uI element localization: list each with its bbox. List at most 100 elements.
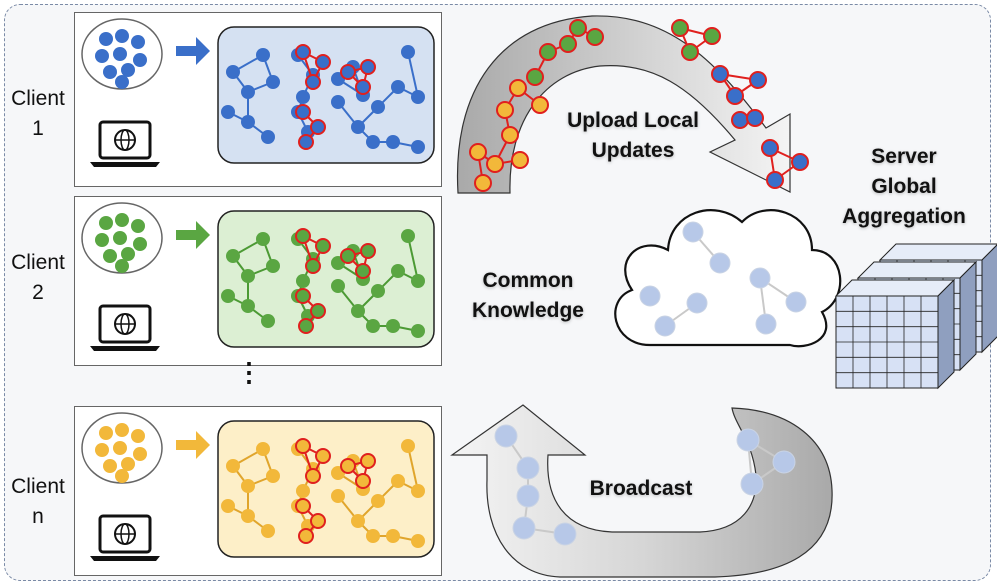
laptop-base-icon (90, 556, 160, 561)
broadcast-node (512, 516, 536, 540)
server-block-mid-side (959, 260, 977, 372)
graph-node (241, 269, 255, 283)
subgraph-node (340, 248, 356, 264)
upload-node (511, 151, 529, 169)
client-2-label-line2: 2 (32, 281, 44, 304)
client-1-label: Client 1 (6, 84, 70, 144)
data-point (133, 237, 147, 251)
globe-meridian (120, 129, 130, 151)
data-point (121, 457, 135, 471)
subgraph-node (310, 119, 326, 135)
subgraph-node (295, 228, 311, 244)
graph-node (261, 314, 275, 328)
knowledge-node (639, 285, 661, 307)
broadcast-label: Broadcast (566, 474, 716, 504)
broadcast-graph-nodes (494, 424, 796, 546)
subgraph-node (298, 318, 314, 334)
upload-node (486, 155, 504, 173)
graph-node (266, 469, 280, 483)
upload-node (726, 87, 744, 105)
subgraph-node (360, 243, 376, 259)
knowledge-node (785, 291, 807, 313)
server-block-front-top (834, 279, 956, 297)
graph-node (411, 484, 425, 498)
broadcast-node (736, 428, 760, 452)
data-point (99, 426, 113, 440)
client-n-graph-group (81, 412, 435, 561)
globe-meridian (120, 523, 130, 545)
upload-node (496, 101, 514, 119)
client-1-label-line2: 1 (32, 117, 44, 140)
upload-node (791, 153, 809, 171)
upload-node (539, 43, 557, 61)
upload-graph-nodes (469, 19, 809, 192)
server-global-aggregation-label: Server Global Aggregation (828, 142, 980, 232)
graph-node (241, 479, 255, 493)
data-point (99, 32, 113, 46)
graph-node (391, 474, 405, 488)
graph-node (226, 65, 240, 79)
knowledge-node (709, 252, 731, 274)
subgraph-node (295, 104, 311, 120)
data-point (115, 213, 129, 227)
graph-node (391, 80, 405, 94)
client-2-label-line1: Client (11, 251, 65, 274)
data-point (121, 247, 135, 261)
subgraph-node (360, 453, 376, 469)
data-point (131, 219, 145, 233)
upload-node (501, 126, 519, 144)
upload-node (711, 65, 729, 83)
graph-node (226, 459, 240, 473)
client-graphs (81, 18, 435, 561)
subgraph-node (360, 59, 376, 75)
server-label-line1: Server (871, 145, 937, 168)
graph-node (331, 279, 345, 293)
subgraph-node (305, 74, 321, 90)
data-point (133, 53, 147, 67)
subgraph-node (355, 473, 371, 489)
server-block-front-side (937, 278, 955, 390)
data-point (131, 35, 145, 49)
graph-node (401, 439, 415, 453)
data-point (115, 259, 129, 273)
upload-node (586, 28, 604, 46)
graph-node (241, 115, 255, 129)
data-point (113, 441, 127, 455)
graph-node (296, 484, 310, 498)
graph-edge (407, 445, 419, 492)
subgraph-node (340, 64, 356, 80)
broadcast-node (553, 522, 577, 546)
subgraph-node (295, 438, 311, 454)
broadcast-node (494, 424, 518, 448)
graph-node (256, 232, 270, 246)
upload-node (526, 68, 544, 86)
knowledge-node (749, 267, 771, 289)
upload-label-line1: Upload Local (567, 109, 699, 132)
server-label-line3: Aggregation (842, 205, 966, 228)
graph-node (371, 494, 385, 508)
broadcast-node (516, 456, 540, 480)
graph-panel-box (217, 210, 435, 348)
graph-node (266, 259, 280, 273)
data-point (115, 423, 129, 437)
upload-node (731, 111, 749, 129)
upload-node (681, 43, 699, 61)
upload-node (703, 27, 721, 45)
graph-node (371, 284, 385, 298)
graph-node (401, 45, 415, 59)
right-arrow-icon (176, 221, 210, 249)
graph-node (386, 135, 400, 149)
graph-edge (407, 235, 419, 282)
data-point (115, 75, 129, 89)
right-arrow-icon (176, 431, 210, 459)
graph-node (371, 100, 385, 114)
subgraph-node (295, 498, 311, 514)
graph-node (261, 130, 275, 144)
client-2-graph-group (81, 202, 435, 351)
broadcast-arrow (450, 404, 833, 578)
data-point (95, 233, 109, 247)
graph-node (256, 48, 270, 62)
subgraph-node (355, 263, 371, 279)
subgraph-node (355, 79, 371, 95)
graph-node (241, 509, 255, 523)
